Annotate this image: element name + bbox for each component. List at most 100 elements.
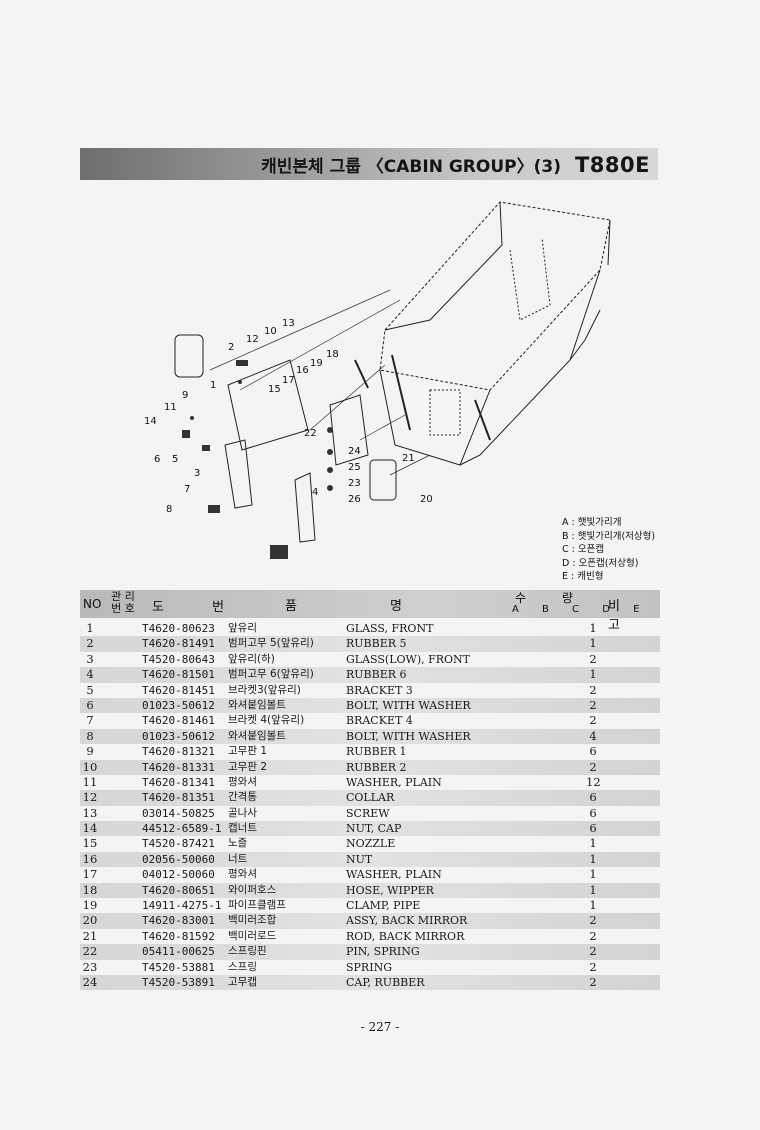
callout-21: 21 [402, 453, 415, 464]
part-name-kr: 와이퍼호스 [228, 883, 277, 896]
part-name-kr: 스프링 [228, 960, 257, 973]
header-name-left: 품 [285, 599, 297, 614]
diagram-callouts: 1 2 3 4 5 6 7 8 9 10 11 12 13 14 15 16 1… [144, 318, 433, 515]
glass-panels [174, 334, 397, 543]
row-no: 22 [82, 944, 98, 959]
callout-5: 5 [172, 454, 178, 465]
part-name-kr: 고무판 1 [228, 745, 267, 758]
exploded-diagram: 1 2 3 4 5 6 7 8 9 10 11 12 13 14 15 16 1… [144, 201, 611, 559]
callout-13: 13 [282, 318, 295, 329]
quantity: 6 [589, 790, 597, 805]
quantity: 4 [589, 728, 597, 743]
row-no: 2 [86, 636, 94, 651]
leader-lines [209, 289, 431, 476]
callout-3: 3 [194, 468, 200, 479]
quantity: 1 [589, 621, 597, 635]
part-number: T4620-81351 [142, 791, 215, 805]
quantity: 1 [589, 836, 597, 851]
quantity: 1 [589, 898, 597, 913]
part-number: 05411-00625 [142, 945, 215, 959]
row-no: 21 [82, 928, 98, 943]
part-name-kr: 너트 [228, 852, 248, 865]
part-name-kr: 백미러로드 [228, 929, 277, 942]
part-name-kr: 고무캡 [228, 975, 257, 988]
part-name-kr: 브라켓3(앞유리) [228, 683, 301, 696]
part-number: T4620-81461 [142, 714, 215, 728]
quantity: 2 [589, 713, 597, 728]
part-number: 01023-50612 [142, 698, 215, 712]
callout-1: 1 [210, 380, 216, 391]
part-name-kr: 범퍼고무 6(앞유리) [228, 668, 314, 681]
callout-8: 8 [166, 504, 172, 515]
quantity: 1 [589, 867, 597, 882]
quantity: 2 [589, 974, 597, 989]
part-name-kr: 평와셔 [228, 868, 257, 881]
row-no: 20 [82, 913, 98, 928]
part-name-kr: 앞유리(하) [228, 652, 275, 665]
part-number: T4620-83001 [142, 914, 215, 928]
part-name-en: CAP, RUBBER [346, 975, 425, 989]
row-no: 12 [82, 790, 98, 805]
part-name-en: RUBBER 5 [346, 637, 407, 651]
part-name-en: HOSE, WIPPER [346, 883, 434, 897]
row-no: 14 [82, 821, 98, 836]
part-number: T4620-81491 [142, 637, 215, 651]
part-number: 04012-50060 [142, 868, 215, 882]
row-no: 23 [82, 959, 98, 974]
part-number: T4620-80623 [142, 622, 215, 635]
part-number: T4520-87421 [142, 837, 215, 851]
part-name-en: NUT, CAP [346, 822, 402, 836]
part-name-en: GLASS, FRONT [346, 622, 434, 635]
variant-legend: A : 햇빛가리개 B : 햇빛가리개(저상형) C : 오픈캡 D : 오픈캡… [562, 516, 655, 584]
quantity: 1 [589, 636, 597, 651]
part-number: 44512-6589-1 [142, 822, 222, 836]
callout-11: 11 [164, 402, 177, 413]
quantity: 1 [589, 851, 597, 866]
callout-2: 2 [228, 342, 234, 353]
row-no: 6 [86, 697, 94, 712]
row-no: 7 [86, 713, 94, 728]
part-name-kr: 와셔붙임볼트 [228, 729, 286, 742]
part-name-en: WASHER, PLAIN [346, 775, 442, 789]
legend-item-c: C : 오픈캡 [562, 544, 605, 556]
legend-item-d: D : 오픈캡(저상형) [562, 557, 639, 569]
callout-19: 19 [310, 358, 323, 369]
parts-table-header: NO 관 리 번 호 도 번 품 명 수 량 A B C D E 비 고 [80, 590, 660, 633]
quantity: 2 [589, 913, 597, 928]
part-name-kr: 평와셔 [228, 775, 257, 788]
legend-item-b: B : 햇빛가리개(저상형) [562, 530, 656, 542]
callout-9: 9 [182, 390, 188, 401]
callout-24: 24 [348, 446, 361, 457]
part-name-en: BOLT, WITH WASHER [346, 729, 471, 743]
row-no: 13 [82, 805, 98, 820]
quantity: 2 [589, 759, 597, 774]
header-qty-columns: A B C D E [512, 604, 650, 615]
quantity: 1 [589, 882, 597, 897]
part-number: T4520-53881 [142, 960, 215, 974]
row-no: 3 [86, 651, 94, 666]
part-number: T4520-80643 [142, 652, 215, 666]
row-no: 8 [86, 728, 94, 743]
section-title-text: 캐빈본체 그룹 〈CABIN GROUP〉(3) [261, 157, 561, 177]
part-number: 14911-4275-1 [142, 899, 222, 913]
part-name-en: BRACKET 3 [346, 683, 413, 697]
quantity: 2 [589, 959, 597, 974]
callout-16: 16 [296, 365, 309, 376]
row-no: 4 [86, 667, 94, 682]
cabin-frame [379, 201, 611, 466]
quantity: 6 [589, 744, 597, 759]
quantity: 2 [589, 944, 597, 959]
part-name-en: ROD, BACK MIRROR [346, 929, 465, 943]
header-quantity: 수 량 [515, 591, 589, 605]
